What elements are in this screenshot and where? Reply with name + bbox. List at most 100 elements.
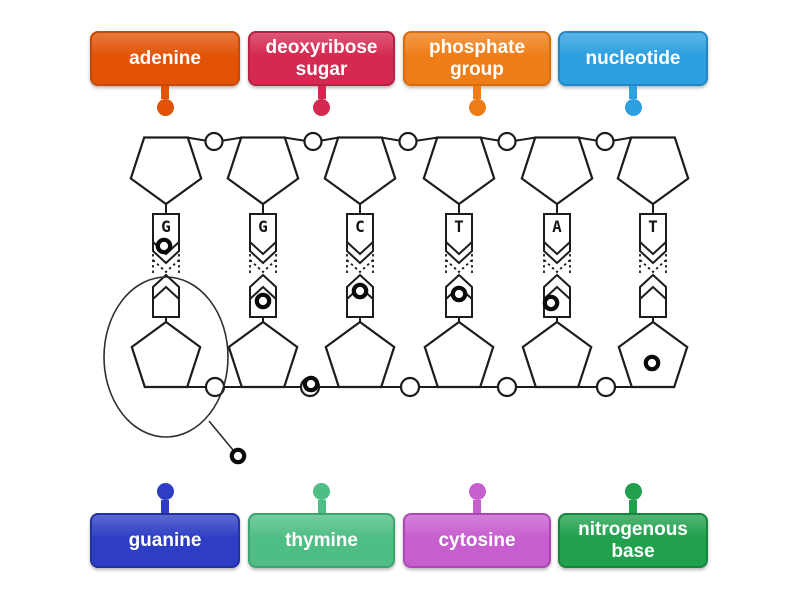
bottom-base: [639, 273, 667, 318]
pin-stem: [317, 86, 326, 99]
sugar-pentagon-bottom: [130, 320, 202, 389]
top-base-chevron: [346, 241, 374, 256]
answer-spot-8[interactable]: [229, 447, 247, 465]
base-letter: A: [552, 217, 562, 236]
hydrogen-bond-chevron: [249, 259, 277, 274]
pin-head-icon: [468, 99, 486, 116]
top-base-chevron: [639, 241, 667, 256]
label-guanine[interactable]: guanine: [90, 483, 240, 568]
top-base: [445, 213, 473, 265]
phosphate-circle: [303, 131, 323, 152]
label-thymine[interactable]: thymine: [248, 483, 395, 568]
sugar-pentagon-bottom: [227, 320, 299, 389]
label-pin: [468, 483, 486, 513]
pin-head-icon: [313, 483, 330, 500]
answer-spot-6[interactable]: [643, 354, 661, 372]
leader-line: [208, 420, 234, 451]
phosphate-circle: [398, 131, 418, 152]
hydrogen-bond-chevron: [346, 259, 374, 274]
label-box: nitrogenous base: [558, 513, 708, 568]
label-pin: [156, 86, 174, 116]
label-pin: [624, 483, 642, 513]
base-letter: G: [161, 217, 171, 236]
top-base: [249, 213, 277, 265]
label-phosphate-group[interactable]: phosphate group: [403, 31, 551, 116]
bottom-base-chevron: [639, 285, 667, 300]
label-deoxyribose-sugar[interactable]: deoxyribose sugar: [248, 31, 395, 116]
label-pin: [313, 86, 330, 116]
label-text: nucleotide: [585, 47, 681, 69]
nucleotide-ellipse: [103, 276, 229, 438]
label-text: deoxyribose sugar: [265, 37, 378, 80]
answer-spot-7[interactable]: [302, 375, 320, 393]
answer-spot-1[interactable]: [155, 237, 173, 255]
pin-head-icon: [624, 483, 642, 500]
label-box: nucleotide: [558, 31, 708, 86]
label-text: adenine: [129, 47, 201, 69]
sugar-pentagon-top: [616, 136, 690, 206]
answer-spot-5[interactable]: [542, 294, 560, 312]
label-text: thymine: [285, 529, 358, 551]
pin-stem: [161, 86, 169, 99]
sugar-pentagon-top: [129, 136, 203, 206]
answer-spot-2[interactable]: [254, 292, 272, 310]
bottom-base: [152, 273, 180, 318]
hydrogen-bond-chevron: [639, 259, 667, 274]
answer-spot-4[interactable]: [450, 285, 468, 303]
label-box: adenine: [90, 31, 240, 86]
sugar-pentagon-top: [422, 136, 496, 206]
answer-spot-3[interactable]: [351, 282, 369, 300]
bottom-base-chevron: [249, 285, 277, 300]
label-box: thymine: [248, 513, 395, 568]
label-text: phosphate group: [428, 37, 526, 80]
label-pin: [156, 483, 174, 513]
bottom-base-chevron: [543, 285, 571, 300]
base-letter: G: [258, 217, 268, 236]
label-box: deoxyribose sugar: [248, 31, 395, 86]
top-base-chevron: [543, 241, 571, 256]
phosphate-circle: [595, 376, 617, 398]
top-base: [346, 213, 374, 265]
sugar-pentagon-bottom: [521, 320, 593, 389]
label-box: cytosine: [403, 513, 551, 568]
top-base: [543, 213, 571, 265]
pin-stem: [629, 500, 637, 513]
pin-stem: [629, 86, 637, 99]
label-pin: [624, 86, 642, 116]
pin-head-icon: [156, 483, 174, 500]
pin-head-icon: [313, 99, 330, 116]
top-base-chevron: [445, 241, 473, 256]
label-cytosine[interactable]: cytosine: [403, 483, 551, 568]
label-adenine[interactable]: adenine: [90, 31, 240, 116]
sugar-pentagon-top: [226, 136, 300, 206]
sugar-pentagon-bottom: [617, 320, 689, 389]
bottom-base-chevron: [152, 285, 180, 300]
hydrogen-bond-chevron: [152, 259, 180, 274]
top-base-chevron: [249, 241, 277, 256]
pin-head-icon: [468, 483, 486, 500]
phosphate-circle: [497, 131, 517, 152]
label-pin: [468, 86, 486, 116]
base-letter: T: [454, 217, 464, 236]
pin-head-icon: [624, 99, 642, 116]
top-base: [639, 213, 667, 265]
label-pin: [313, 483, 330, 513]
pin-stem: [161, 500, 169, 513]
label-nitrogenous-base[interactable]: nitrogenous base: [558, 483, 708, 568]
base-letter: T: [648, 217, 658, 236]
label-nucleotide[interactable]: nucleotide: [558, 31, 708, 116]
pin-stem: [473, 500, 481, 513]
phosphate-circle: [496, 376, 518, 398]
pin-head-icon: [156, 99, 174, 116]
phosphate-circle: [595, 131, 615, 152]
sugar-pentagon-top: [323, 136, 397, 206]
hydrogen-bond-chevron: [543, 259, 571, 274]
label-text: guanine: [128, 529, 202, 551]
pin-stem: [473, 86, 481, 99]
pin-stem: [317, 500, 326, 513]
label-box: phosphate group: [403, 31, 551, 86]
hydrogen-bond-chevron: [445, 259, 473, 274]
label-box: guanine: [90, 513, 240, 568]
